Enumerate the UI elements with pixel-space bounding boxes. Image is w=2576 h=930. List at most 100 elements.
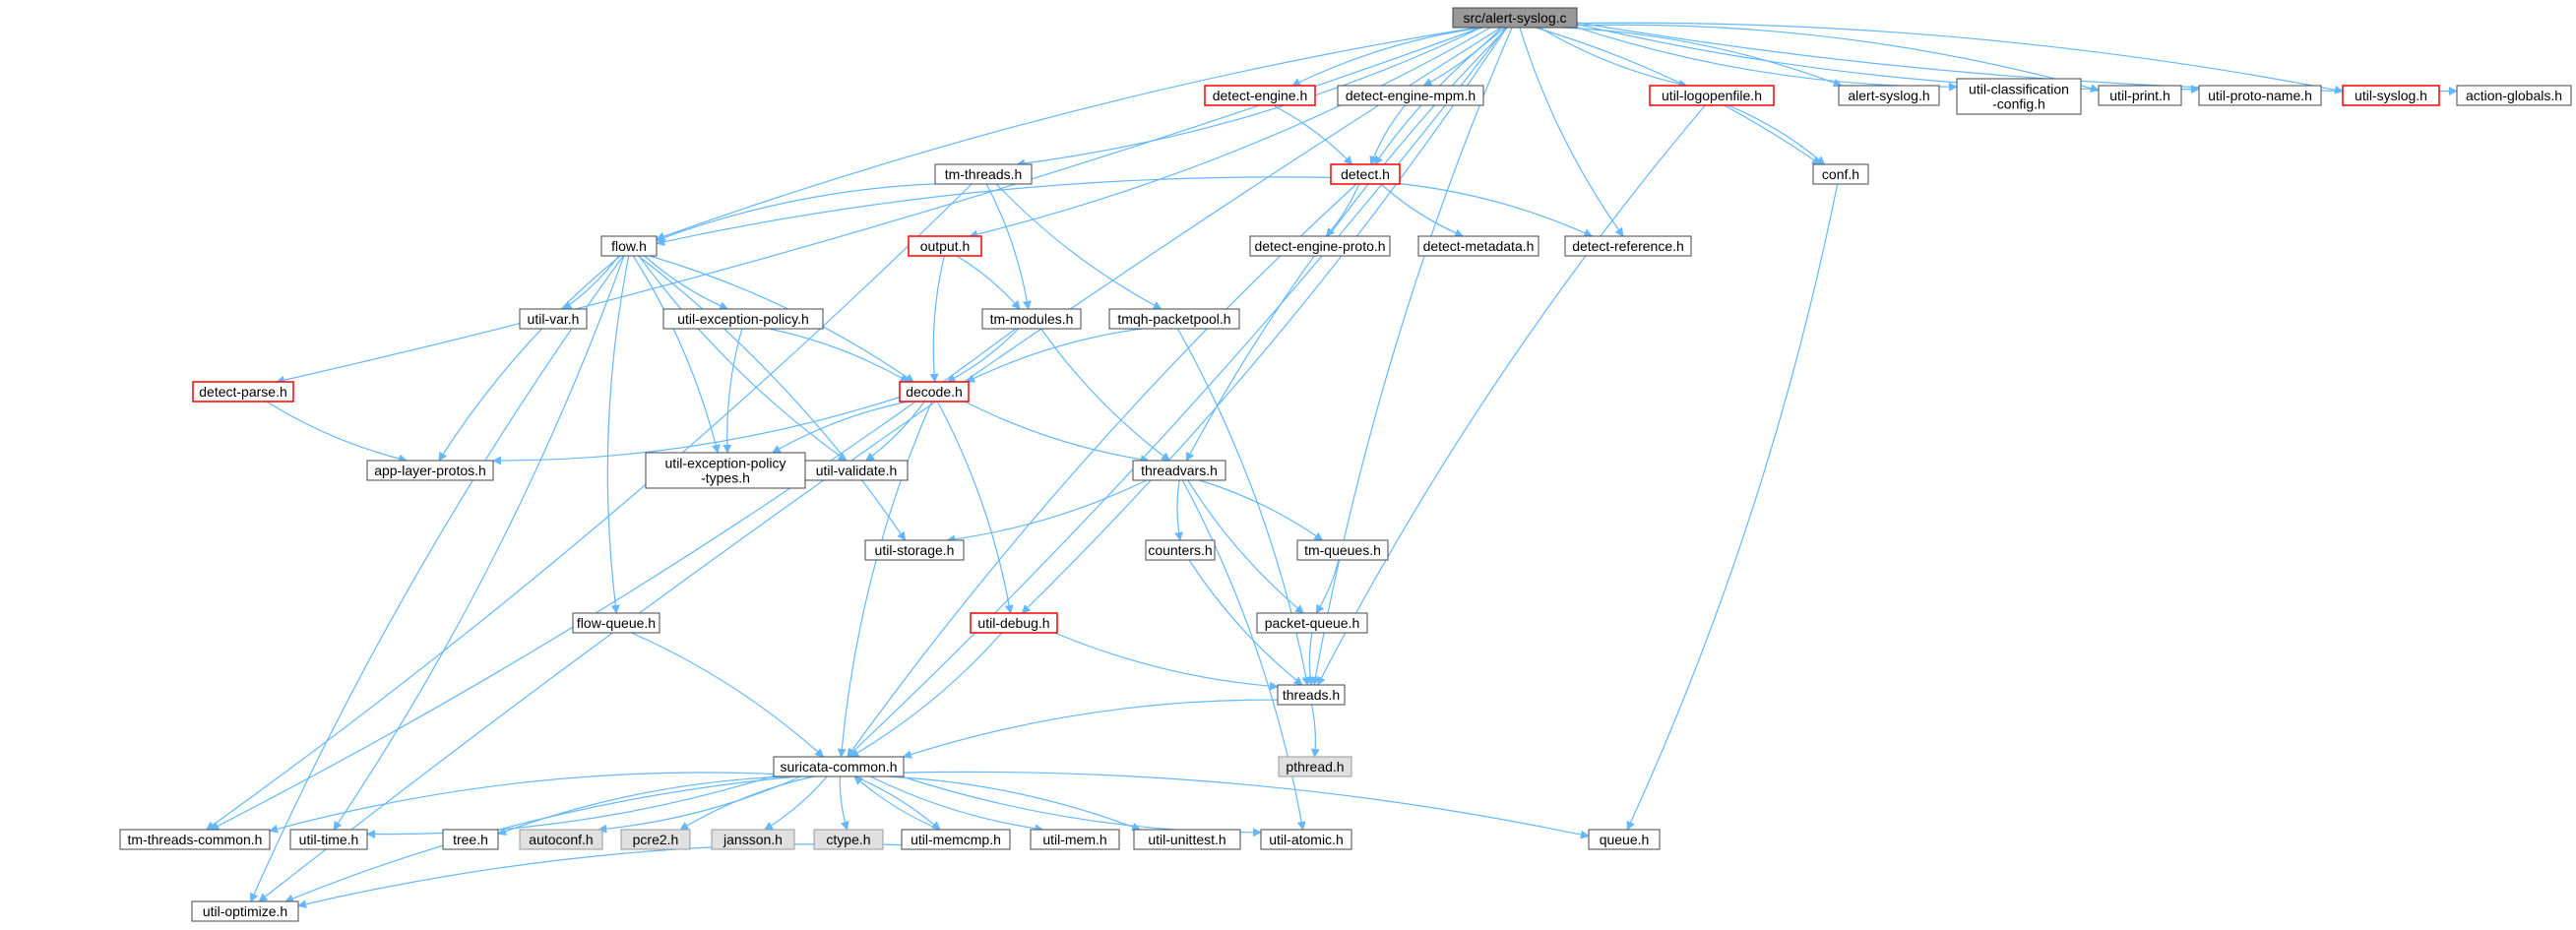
node-box — [1145, 539, 1216, 561]
node-box — [1249, 235, 1391, 257]
node-conf[interactable]: conf.h — [1812, 163, 1869, 185]
node-util-classification-config[interactable]: util-classification-config.h — [1956, 78, 2082, 115]
node-util-proto-name[interactable]: util-proto-name.h — [2198, 85, 2322, 106]
node-label: tm-modules.h — [990, 311, 1074, 327]
edge-root-to-detect_engine — [1290, 27, 1483, 87]
edge-root-to-detect_reference — [1519, 27, 1624, 237]
node-flow-queue[interactable]: flow-queue.h — [572, 612, 660, 634]
node-box — [119, 829, 271, 850]
edge-packet_queue-to-threads — [1305, 632, 1315, 686]
node-label: util-validate.h — [816, 463, 898, 478]
node-tm-modules[interactable]: tm-modules.h — [981, 308, 1082, 330]
node-label: detect-engine-proto.h — [1254, 238, 1385, 254]
node-threadvars[interactable]: threadvars.h — [1132, 460, 1226, 481]
node-tree[interactable]: tree.h — [442, 829, 499, 850]
node-box — [1204, 85, 1316, 106]
node-label: util-var.h — [528, 311, 580, 327]
edge-conf-to-queue — [1626, 183, 1839, 831]
node-box — [1337, 85, 1484, 106]
node-packet-queue[interactable]: packet-queue.h — [1256, 612, 1368, 634]
node-box — [1256, 612, 1368, 634]
node-label: pthread.h — [1286, 759, 1344, 775]
edge-flow-to-flow_queue — [606, 255, 630, 614]
node-util-exception-policy[interactable]: util-exception-policy.h — [662, 308, 824, 330]
edge-root-to-detect_engine_mpm — [1422, 27, 1503, 87]
edge-suricata_common-to-jansson — [764, 775, 828, 831]
node-util-memcmp[interactable]: util-memcmp.h — [901, 829, 1011, 850]
node-label: flow.h — [611, 238, 647, 254]
node-label: app-layer-protos.h — [374, 463, 486, 478]
node-detect-engine-proto[interactable]: detect-engine-proto.h — [1249, 235, 1391, 257]
edge-flow-to-util_storage — [638, 255, 907, 541]
edge-decode-to-app_layer_protos — [492, 396, 901, 465]
node-box — [519, 829, 603, 850]
edge-util_logopenfile-to-conf — [1728, 104, 1826, 165]
node-box — [2098, 85, 2182, 106]
node-detect-metadata[interactable]: detect-metadata.h — [1417, 235, 1539, 257]
node-alert-syslog-h[interactable]: alert-syslog.h — [1838, 85, 1940, 106]
node-decode[interactable]: decode.h — [899, 381, 970, 403]
node-util-time[interactable]: util-time.h — [289, 829, 368, 850]
node-label: util-logopenfile.h — [1662, 88, 1762, 103]
node-tmqh-packetpool[interactable]: tmqh-packetpool.h — [1108, 308, 1240, 330]
node-label: threads.h — [1283, 687, 1340, 703]
node-tm-queues[interactable]: tm-queues.h — [1296, 539, 1389, 561]
node-root[interactable]: src/alert-syslog.c — [1452, 7, 1578, 29]
edge-decode-to-threadvars — [964, 401, 1150, 465]
node-autoconf: autoconf.h — [519, 829, 603, 850]
edge-root-to-util_syslog — [1576, 22, 2344, 94]
node-label: counters.h — [1148, 542, 1212, 558]
node-detect-engine[interactable]: detect-engine.h — [1204, 85, 1316, 106]
edge-decode-to-suricata_common — [837, 401, 933, 758]
edge-output-to-decode — [929, 255, 945, 383]
node-detect-engine-mpm[interactable]: detect-engine-mpm.h — [1337, 85, 1484, 106]
node-util-unittest[interactable]: util-unittest.h — [1133, 829, 1241, 850]
node-box — [366, 460, 494, 481]
node-box — [2456, 85, 2572, 106]
node-label: action-globals.h — [2466, 88, 2562, 103]
node-flow[interactable]: flow.h — [600, 235, 658, 257]
node-util-optimize[interactable]: util-optimize.h — [191, 900, 299, 922]
node-label: detect-engine-mpm.h — [1346, 88, 1476, 103]
edge-root-to-threads — [1311, 27, 1513, 686]
edge-tm_modules-to-tm_threads_common — [210, 328, 1017, 831]
node-detect[interactable]: detect.h — [1330, 163, 1401, 185]
node-box — [981, 308, 1082, 330]
node-label: decode.h — [906, 384, 963, 400]
edge-suricata_common-to-queue — [903, 771, 1590, 839]
node-util-print[interactable]: util-print.h — [2098, 85, 2182, 106]
node-app-layer-protos[interactable]: app-layer-protos.h — [366, 460, 494, 481]
node-util-syslog[interactable]: util-syslog.h — [2342, 85, 2440, 106]
node-util-mem[interactable]: util-mem.h — [1030, 829, 1120, 850]
node-counters[interactable]: counters.h — [1145, 539, 1216, 561]
node-box — [2198, 85, 2322, 106]
node-box — [970, 612, 1058, 634]
node-util-atomic[interactable]: util-atomic.h — [1260, 829, 1352, 850]
node-label: pcre2.h — [633, 832, 679, 847]
edge-suricata_common-to-ctype — [839, 775, 849, 831]
node-detect-parse[interactable]: detect-parse.h — [192, 381, 294, 403]
edge-detect-to-detect_engine_proto — [1325, 183, 1360, 237]
edge-decode-to-util_exception_policy_types — [771, 401, 909, 454]
edge-root-to-output — [969, 27, 1491, 239]
node-pcre2: pcre2.h — [620, 829, 691, 850]
node-util-debug[interactable]: util-debug.h — [970, 612, 1058, 634]
node-util-validate[interactable]: util-validate.h — [804, 460, 909, 481]
node-box — [934, 163, 1033, 185]
node-util-logopenfile[interactable]: util-logopenfile.h — [1649, 85, 1775, 106]
edge-detect_engine-to-detect — [1273, 104, 1353, 165]
edge-root-to-flow — [656, 27, 1477, 241]
node-util-exception-policy-types[interactable]: util-exception-policy-types.h — [645, 452, 806, 489]
node-queue[interactable]: queue.h — [1588, 829, 1661, 850]
node-suricata-common[interactable]: suricata-common.h — [773, 756, 905, 777]
node-tm-threads[interactable]: tm-threads.h — [934, 163, 1033, 185]
node-detect-reference[interactable]: detect-reference.h — [1564, 235, 1692, 257]
node-util-var[interactable]: util-var.h — [519, 308, 588, 330]
node-util-storage[interactable]: util-storage.h — [864, 539, 965, 561]
node-output[interactable]: output.h — [908, 235, 982, 257]
node-box — [289, 829, 368, 850]
node-action-globals[interactable]: action-globals.h — [2456, 85, 2572, 106]
node-threads[interactable]: threads.h — [1277, 684, 1346, 706]
node-label: util-storage.h — [875, 542, 955, 558]
node-tm-threads-common[interactable]: tm-threads-common.h — [119, 829, 271, 850]
